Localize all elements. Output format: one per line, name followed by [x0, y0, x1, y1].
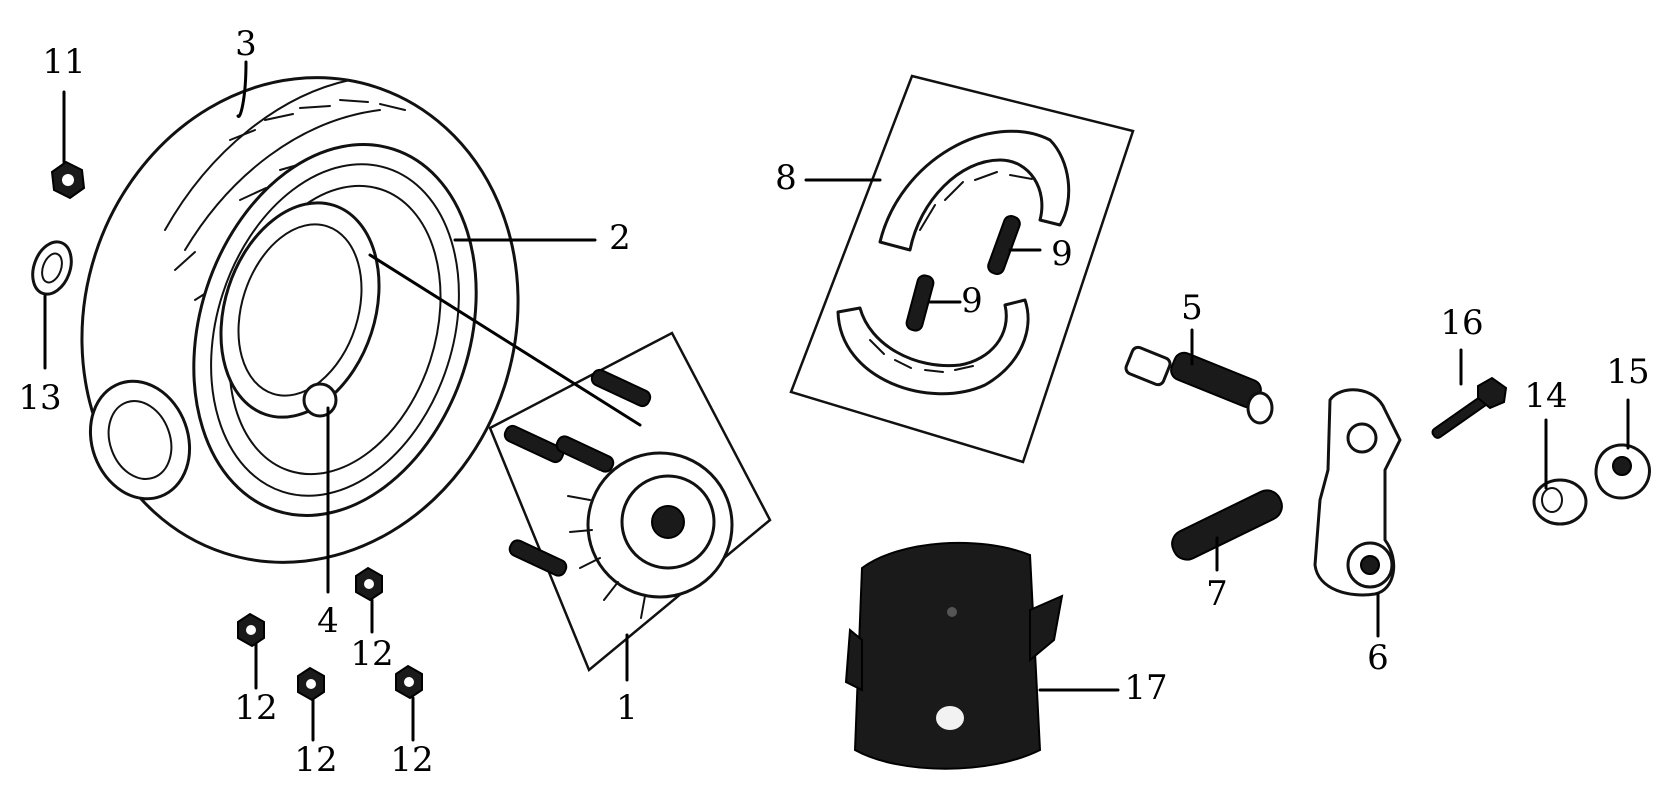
callout-12c: 12 [350, 634, 393, 674]
return-spring [1171, 489, 1283, 561]
callout-6: 6 [1367, 638, 1389, 678]
brake-arm [1313, 388, 1402, 597]
callout-7: 7 [1206, 574, 1228, 614]
callout-16: 16 [1440, 303, 1483, 343]
brake-cam [1124, 345, 1274, 425]
rear-rim [192, 143, 478, 517]
callout-14: 14 [1524, 376, 1567, 416]
callout-11: 11 [42, 42, 85, 82]
lug-nut-b [297, 666, 325, 702]
callout-13: 13 [18, 378, 61, 418]
brake-shoe-set [789, 74, 1135, 464]
callout-17: 17 [1124, 668, 1167, 708]
callout-labels: 11 13 3 2 4 1 12 12 12 12 8 9 9 5 7 6 16… [18, 24, 1649, 780]
callout-12b: 12 [294, 740, 337, 780]
washer [31, 240, 73, 296]
callout-12a: 12 [234, 688, 277, 728]
callout-15: 15 [1606, 352, 1649, 392]
callout-4: 4 [317, 601, 339, 641]
lug-nut-d [395, 664, 423, 700]
callout-9a: 9 [1051, 234, 1073, 274]
callout-9b: 9 [961, 281, 983, 321]
lug-nut-c [355, 566, 383, 602]
dust-cover [844, 541, 1064, 770]
wear-indicator [1532, 478, 1588, 526]
hub-assembly [488, 331, 772, 673]
callout-2: 2 [609, 218, 631, 258]
leader-lines [43, 60, 1630, 742]
cable-adjuster [1594, 443, 1651, 500]
callout-8: 8 [775, 158, 797, 198]
callout-1: 1 [616, 688, 638, 728]
axle-nut [50, 160, 86, 200]
callout-3: 3 [235, 24, 257, 64]
callout-5: 5 [1181, 288, 1203, 328]
callout-12d: 12 [390, 740, 433, 780]
lug-nut-a [237, 612, 265, 648]
arm-bolt [1431, 376, 1508, 439]
